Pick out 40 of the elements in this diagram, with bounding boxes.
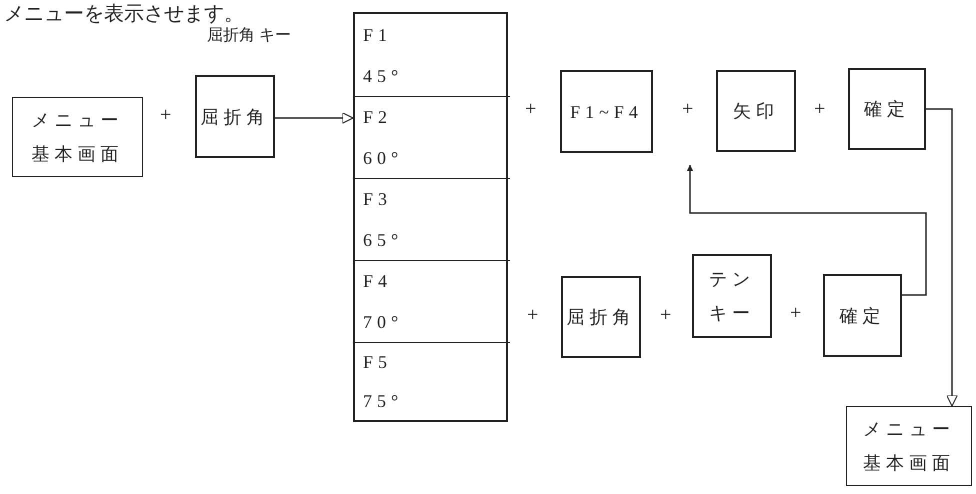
arrow bbox=[926, 108, 958, 407]
plus-sign: + bbox=[814, 98, 826, 121]
plus-sign: + bbox=[525, 98, 536, 121]
key-box bbox=[692, 254, 772, 338]
arrow bbox=[275, 112, 354, 124]
key-label: 屈折角 bbox=[566, 306, 636, 329]
plus-sign: + bbox=[682, 98, 694, 121]
angle-value: 60° bbox=[363, 146, 404, 170]
arrow bbox=[686, 164, 927, 296]
key-name: F5 bbox=[363, 351, 392, 374]
key-label: テンキー bbox=[708, 268, 756, 325]
key-label: F1~F4 bbox=[570, 100, 643, 124]
key-box bbox=[560, 70, 653, 153]
key-label: 確定 bbox=[864, 98, 910, 121]
key-box bbox=[561, 276, 641, 358]
key-label: メニュー基本画面 bbox=[862, 418, 956, 475]
instruction-text: メニューを表示させます。 bbox=[4, 2, 244, 27]
function-key-table bbox=[353, 12, 508, 422]
key-caption: 屈折角 キー bbox=[207, 26, 291, 46]
key-box bbox=[823, 274, 902, 357]
angle-value: 75° bbox=[363, 390, 404, 413]
key-label: 矢印 bbox=[733, 100, 779, 123]
key-name: F1 bbox=[363, 24, 392, 46]
key-name: F3 bbox=[363, 188, 392, 212]
plus-sign: + bbox=[160, 104, 172, 127]
angle-value: 45° bbox=[363, 64, 404, 88]
plus-sign: + bbox=[790, 302, 802, 325]
screen-box bbox=[12, 97, 143, 177]
key-box bbox=[716, 70, 796, 152]
screen-box bbox=[846, 406, 972, 486]
key-name: F2 bbox=[363, 106, 392, 130]
angle-value: 65° bbox=[363, 228, 404, 252]
key-box bbox=[848, 68, 926, 150]
key-label: メニュー基本画面 bbox=[30, 109, 124, 166]
key-label: 確定 bbox=[840, 304, 886, 328]
plus-sign: + bbox=[660, 304, 672, 327]
key-label: 屈折角 bbox=[200, 106, 270, 128]
plus-sign: + bbox=[527, 304, 538, 327]
key-name: F4 bbox=[363, 270, 392, 294]
angle-value: 70° bbox=[363, 310, 404, 334]
